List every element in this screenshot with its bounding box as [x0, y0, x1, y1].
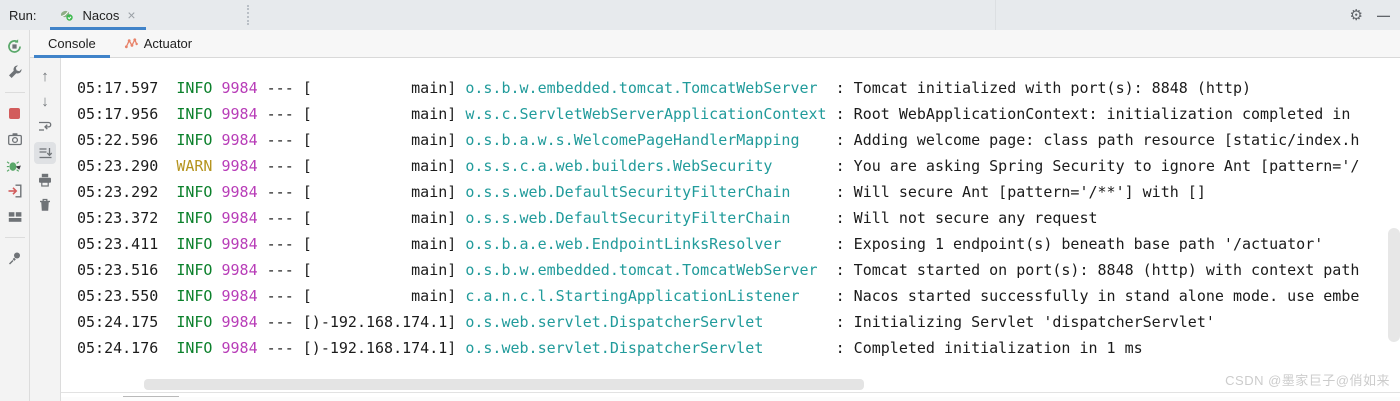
clear-trash-icon[interactable]	[36, 196, 54, 214]
screenshot-camera-icon[interactable]	[6, 130, 24, 148]
run-tab-title: Nacos	[82, 7, 120, 23]
log-output[interactable]: 05:17.597 INFO 9984 --- [ main] o.s.b.w.…	[61, 58, 1400, 361]
log-line: 05:24.176 INFO 9984 --- [)-192.168.174.1…	[77, 339, 1143, 357]
log-line: 05:17.956 INFO 9984 --- [ main] w.s.c.Se…	[77, 105, 1351, 123]
panel-divider	[995, 0, 996, 30]
toolbar-divider	[4, 92, 25, 93]
actuator-icon	[124, 36, 139, 51]
layout-icon[interactable]	[6, 208, 24, 226]
log-line: 05:23.550 INFO 9984 --- [ main] c.a.n.c.…	[77, 287, 1360, 305]
console-toolbar: ↑ ↓	[30, 58, 61, 401]
stop-icon[interactable]	[6, 104, 24, 122]
active-tab-underline	[50, 27, 146, 30]
settings-gear-icon[interactable]: ⚙	[1349, 6, 1363, 24]
log-line: 05:17.597 INFO 9984 --- [ main] o.s.b.w.…	[77, 79, 1252, 97]
active-tab-underline	[34, 55, 110, 58]
run-toolbar	[0, 30, 30, 401]
hide-panel-icon[interactable]: —	[1377, 7, 1390, 23]
pin-icon[interactable]	[6, 249, 24, 267]
tab-console[interactable]: Console	[34, 29, 110, 58]
soft-wrap-icon[interactable]	[36, 117, 54, 135]
close-tab-icon[interactable]: ×	[127, 7, 136, 23]
tab-console-label: Console	[48, 35, 96, 51]
run-label: Run:	[9, 7, 37, 23]
horizontal-scrollbar[interactable]	[144, 379, 864, 390]
log-line: 05:22.596 INFO 9984 --- [ main] o.s.b.a.…	[77, 131, 1360, 149]
run-panel-header: Run: Nacos × ⚙ —	[0, 0, 1400, 30]
exit-icon[interactable]	[6, 182, 24, 200]
rerun-icon[interactable]	[6, 37, 24, 55]
down-stacktrace-icon[interactable]: ↓	[41, 92, 49, 110]
log-line: 05:23.372 INFO 9984 --- [ main] o.s.s.we…	[77, 209, 1098, 227]
panel-bottom-border	[61, 392, 1400, 393]
log-line: 05:24.175 INFO 9984 --- [)-192.168.174.1…	[77, 313, 1215, 331]
log-line: 05:23.411 INFO 9984 --- [ main] o.s.b.a.…	[77, 235, 1324, 253]
watermark: CSDN @墨家巨子@俏如来	[1225, 373, 1390, 388]
console-output[interactable]: 05:17.597 INFO 9984 --- [ main] o.s.b.w.…	[61, 58, 1400, 401]
vertical-scrollbar[interactable]	[1388, 228, 1400, 342]
console-tab-bar: Console Actuator	[30, 30, 1400, 58]
print-icon[interactable]	[36, 171, 54, 189]
tab-actuator[interactable]: Actuator	[110, 29, 206, 57]
log-line: 05:23.516 INFO 9984 --- [ main] o.s.b.w.…	[77, 261, 1360, 279]
scroll-to-end-icon[interactable]	[34, 142, 56, 164]
up-stacktrace-icon[interactable]: ↑	[41, 67, 49, 85]
log-line: 05:23.292 INFO 9984 --- [ main] o.s.s.we…	[77, 183, 1206, 201]
nacos-spring-icon	[58, 6, 76, 24]
outer-horizontal-scrollbar[interactable]	[123, 396, 179, 397]
run-tab-nacos[interactable]: Nacos ×	[50, 0, 146, 30]
settings-wrench-icon[interactable]	[6, 63, 24, 81]
toolbar-divider	[4, 237, 25, 238]
restart-debug-bug-icon[interactable]	[6, 156, 24, 174]
tab-actuator-label: Actuator	[143, 35, 193, 51]
log-line: 05:23.290 WARN 9984 --- [ main] o.s.s.c.…	[77, 157, 1360, 175]
drag-grip-icon[interactable]	[247, 5, 249, 25]
